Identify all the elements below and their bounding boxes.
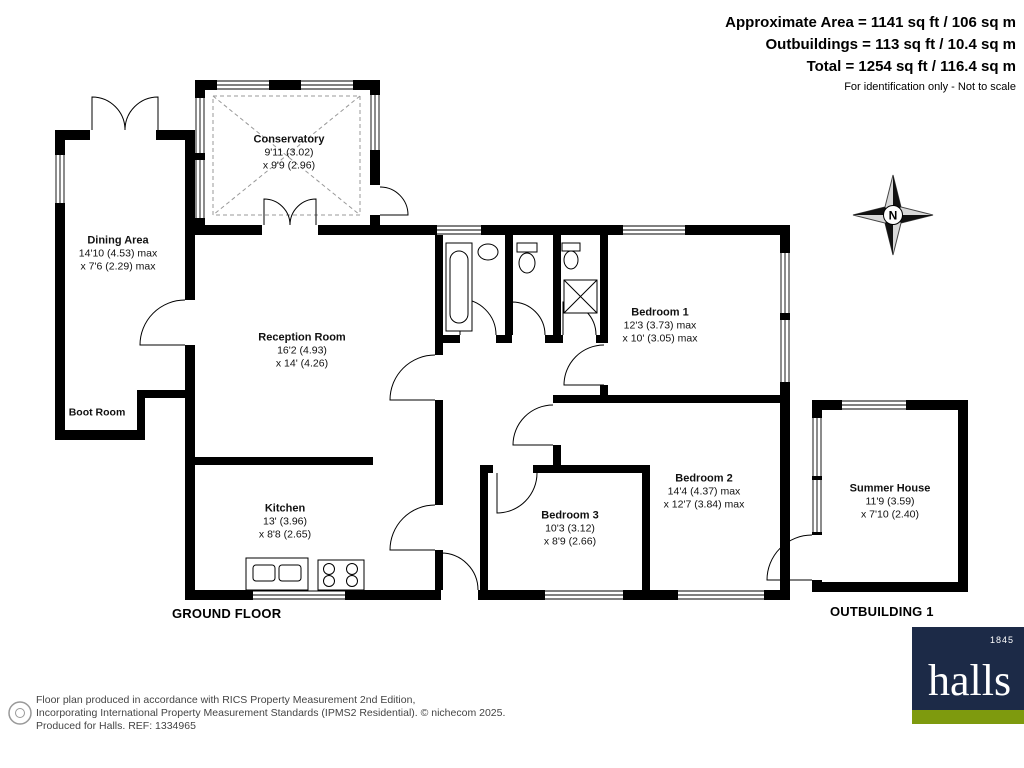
room-dim: 16'2 (4.93) — [277, 344, 327, 357]
room-name: Bedroom 1 — [631, 306, 689, 319]
toilet-bowl — [518, 252, 536, 274]
toilet2-cistern — [561, 242, 581, 252]
ground-floor-title: GROUND FLOOR — [172, 606, 282, 621]
footer-line-3: Produced for Halls. REF: 1334965 — [36, 720, 196, 732]
room-dim: x 14' (4.26) — [275, 357, 329, 370]
room-name: Boot Room — [68, 406, 126, 419]
halls-logo-box: 1845 halls — [912, 627, 1024, 710]
hob-burner — [323, 575, 335, 587]
room-name: Dining Area — [87, 234, 149, 247]
room-dim: 14'4 (4.37) max — [667, 485, 741, 498]
sink-bowl-2 — [278, 564, 302, 582]
halls-logo-brand: halls — [928, 656, 1012, 705]
room-name: Kitchen — [264, 502, 306, 515]
bathtub-inner — [449, 250, 469, 324]
room-dim: x 8'9 (2.66) — [543, 535, 597, 548]
conservatory-roof-lines — [212, 95, 361, 216]
room-dim: 13' (3.96) — [262, 515, 308, 528]
footer-line-2: Incorporating International Property Mea… — [36, 707, 506, 719]
window-lines — [55, 80, 906, 600]
hob-burner — [323, 563, 335, 575]
hob-burner — [346, 563, 358, 575]
room-dim: x 7'10 (2.40) — [860, 508, 920, 521]
halls-logo-year: 1845 — [989, 635, 1014, 645]
fixtures — [245, 242, 598, 591]
room-dim: x 12'7 (3.84) max — [663, 498, 745, 511]
compass-n-label: N — [889, 209, 898, 223]
sink-bowl-1 — [252, 564, 276, 582]
rics-roundel-icon — [8, 701, 32, 725]
room-dim: x 8'8 (2.65) — [258, 528, 312, 541]
room-dim: 10'3 (3.12) — [545, 522, 595, 535]
room-label-bedroom2: Bedroom 2 14'4 (4.37) max x 12'7 (3.84) … — [664, 473, 745, 512]
toilet2-bowl — [563, 250, 579, 270]
halls-logo-green-bar — [912, 710, 1024, 724]
hob-burner — [346, 575, 358, 587]
room-label-summer-house: Summer House 11'9 (3.59) x 7'10 (2.40) — [850, 483, 931, 522]
room-label-reception: Reception Room 16'2 (4.93) x 14' (4.26) — [258, 332, 345, 371]
room-dim: x 7'6 (2.29) max — [80, 260, 156, 273]
room-dim: 11'9 (3.59) — [865, 495, 915, 508]
room-label-bedroom3: Bedroom 3 10'3 (3.12) x 8'9 (2.66) — [541, 510, 598, 549]
room-dim: 9'11 (3.02) — [264, 146, 314, 159]
footer-disclaimer: Floor plan produced in accordance with R… — [36, 694, 505, 733]
compass-icon: N — [852, 174, 934, 256]
room-label-boot: Boot Room — [69, 407, 126, 420]
room-name: Conservatory — [253, 133, 325, 146]
shower-cross — [563, 279, 598, 314]
hob-unit — [317, 559, 365, 591]
room-dim: x 9'9 (2.96) — [262, 159, 316, 172]
room-dim: 12'3 (3.73) max — [623, 319, 697, 332]
area-summary: Approximate Area = 1141 sq ft / 106 sq m… — [725, 12, 1016, 93]
room-name: Reception Room — [258, 331, 346, 344]
outbuilding-title: OUTBUILDING 1 — [830, 604, 934, 619]
room-label-conservatory: Conservatory 9'11 (3.02) x 9'9 (2.96) — [254, 134, 325, 173]
room-name: Bedroom 2 — [675, 472, 733, 485]
walls — [55, 80, 968, 600]
room-label-kitchen: Kitchen 13' (3.96) x 8'8 (2.65) — [259, 503, 311, 542]
room-name: Bedroom 3 — [541, 509, 599, 522]
outbuildings-area: Outbuildings = 113 sq ft / 10.4 sq m — [765, 36, 1016, 53]
room-label-dining: Dining Area 14'10 (4.53) max x 7'6 (2.29… — [79, 235, 157, 274]
footer-line-1: Floor plan produced in accordance with R… — [36, 694, 416, 706]
identification-note: For identification only - Not to scale — [844, 81, 1016, 93]
room-name: Summer House — [849, 482, 931, 495]
toilet-cistern — [516, 242, 538, 253]
total-area: Total = 1254 sq ft / 116.4 sq m — [806, 58, 1016, 75]
approximate-area: Approximate Area = 1141 sq ft / 106 sq m — [725, 14, 1016, 31]
room-label-bedroom1: Bedroom 1 12'3 (3.73) max x 10' (3.05) m… — [623, 307, 698, 346]
basin-icon — [477, 243, 499, 261]
room-dim: x 10' (3.05) max — [622, 332, 698, 345]
halls-logo: 1845 halls — [912, 627, 1024, 724]
room-dim: 14'10 (4.53) max — [78, 247, 158, 260]
